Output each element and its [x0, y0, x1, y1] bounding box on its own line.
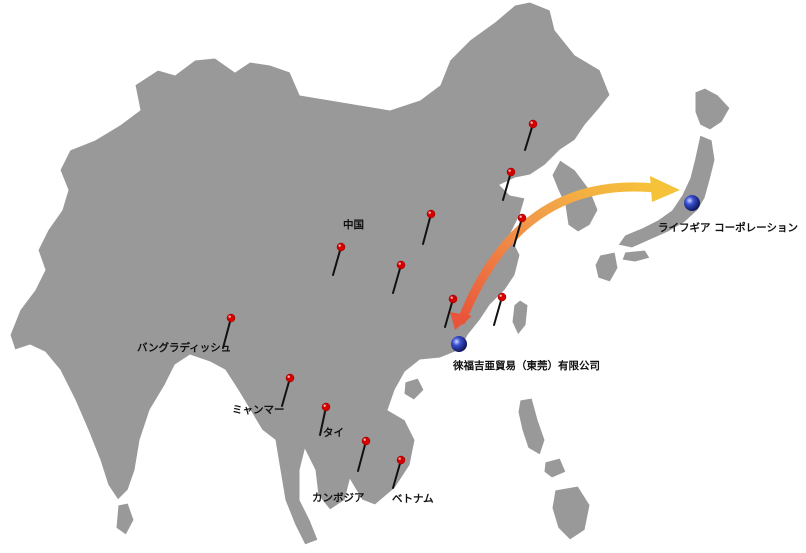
- map-pin-red-icon: [493, 292, 507, 326]
- map-pin-red-icon: [357, 436, 371, 472]
- map-pin-red-icon: [332, 242, 346, 276]
- pin-shine: [228, 315, 231, 318]
- pin-head: [226, 313, 236, 323]
- map-pin-red-icon: [392, 260, 406, 294]
- label-thailand: タイ: [323, 427, 344, 439]
- map-pin-red-icon: [319, 402, 331, 436]
- pin-head: [517, 213, 527, 223]
- pin-head: [528, 119, 538, 129]
- pin-stem: [281, 377, 291, 407]
- map-pin-red-icon: [513, 213, 527, 247]
- label-myanmar: ミャンマー: [232, 404, 285, 416]
- taiwan-shape: [511, 299, 529, 336]
- mainland-asia-shape: [9, 1, 611, 546]
- pin-shine: [519, 215, 522, 218]
- pin-stem: [222, 317, 232, 349]
- pin-head: [336, 242, 346, 252]
- map-pin-red-icon: [281, 373, 295, 407]
- pin-stem: [502, 171, 512, 201]
- pin-shine: [499, 294, 502, 297]
- pin-shine: [363, 438, 366, 441]
- pin-stem: [513, 217, 523, 247]
- japan-hokkaido-shape: [694, 87, 731, 131]
- pin-head: [506, 167, 516, 177]
- pin-stem: [319, 406, 327, 436]
- sri-lanka-shape: [115, 502, 135, 536]
- map-pin-red-icon: [502, 167, 516, 201]
- pin-shine: [428, 211, 431, 214]
- map-pin-red-icon: [422, 209, 436, 245]
- arrow-head-china: [450, 312, 472, 330]
- label-bangladesh: バングラディッシュ: [137, 342, 232, 354]
- pin-shine: [508, 169, 511, 172]
- map-pin-red-icon: [524, 119, 538, 151]
- arrow-head-japan: [650, 176, 680, 202]
- pin-shine: [398, 262, 401, 265]
- map-pin-red-icon: [222, 313, 236, 349]
- pin-shine: [287, 375, 290, 378]
- pin-head: [497, 292, 507, 302]
- map-pin-blue-icon: [684, 195, 700, 211]
- pin-stem: [524, 123, 534, 151]
- label-china: 中国: [343, 219, 364, 231]
- japan-honshu-shape: [617, 134, 716, 249]
- map-pin-red-icon: [392, 455, 406, 489]
- label-vietnam: ベトナム: [392, 493, 434, 505]
- pin-head: [361, 436, 371, 446]
- pin-shine: [530, 121, 533, 124]
- arrow-shaft: [457, 182, 660, 325]
- philippines-luzon-shape: [517, 397, 546, 456]
- japan-shikoku-shape: [621, 249, 651, 263]
- hainan-shape: [403, 377, 425, 401]
- pin-stem: [392, 459, 402, 489]
- philippines-mindanao-shape: [551, 485, 591, 541]
- pin-head: [321, 402, 331, 412]
- pin-stem: [422, 213, 432, 245]
- pin-stem: [493, 296, 503, 326]
- philippines-visayas-shape: [543, 457, 567, 479]
- map-pin-red-icon: [444, 294, 458, 328]
- blue-pins-group: [451, 195, 700, 352]
- label-japan-office: ライフギア コーポレーション: [658, 222, 798, 234]
- pin-head: [426, 209, 436, 219]
- pin-stem: [332, 246, 342, 276]
- pin-shine: [398, 457, 401, 460]
- pin-shine: [323, 404, 326, 407]
- red-pins-group: [222, 119, 538, 489]
- pin-head: [448, 294, 458, 304]
- pin-shine: [450, 296, 453, 299]
- pin-head: [396, 260, 406, 270]
- trade-route-arrow: [450, 176, 680, 330]
- label-cambodia: カンボジア: [312, 492, 365, 504]
- label-china-office: 徠福吉亜貿易（東莞）有限公司: [453, 360, 600, 372]
- pin-stem: [392, 264, 402, 294]
- pin-head: [285, 373, 295, 383]
- pin-stem: [357, 440, 367, 472]
- pin-head: [396, 455, 406, 465]
- pin-stem: [444, 298, 454, 328]
- japan-kyushu-shape: [594, 251, 619, 283]
- pin-shine: [338, 244, 341, 247]
- map-pin-blue-icon: [451, 336, 467, 352]
